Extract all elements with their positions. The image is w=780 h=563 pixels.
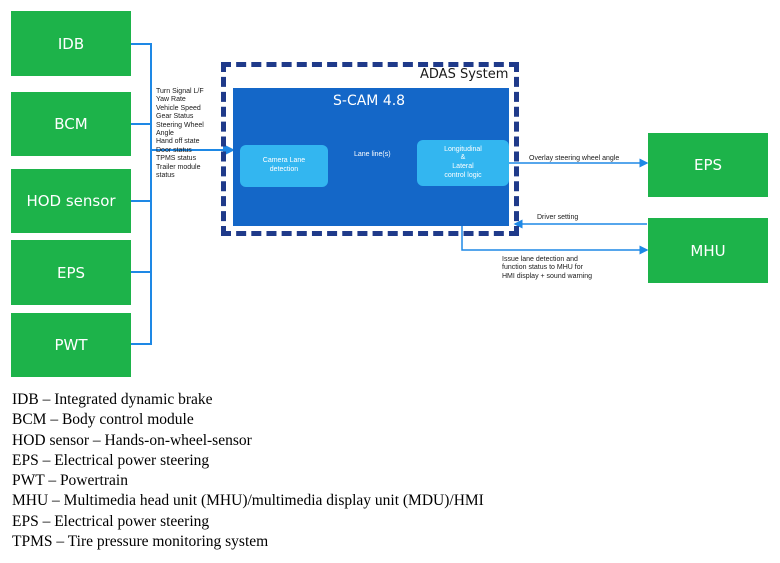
eps-right-box: EPS	[648, 133, 768, 197]
camera-lane-detection-block: Camera Lane detection	[240, 145, 328, 187]
eps-left-label: EPS	[56, 263, 86, 282]
legend-item: IDB – Integrated dynamic brake	[12, 391, 213, 408]
overlay-steering-label: Overlay steering wheel angle	[529, 155, 620, 162]
mhu-box: MHU	[648, 218, 768, 283]
adas-system-frame	[221, 62, 519, 236]
legend-item: EPS – Electrical power steering	[12, 512, 210, 530]
bcm-label: BCM	[54, 115, 88, 133]
bcm-box: BCM	[11, 92, 131, 156]
input-signals-list: Turn Signal L/F Yaw Rate Vehicle Speed G…	[156, 88, 204, 179]
s-cam-title: S-CAM 4.8	[333, 93, 406, 109]
hod-sensor-label: HOD sensor	[26, 192, 116, 210]
pwt-box: PWT	[11, 313, 131, 377]
issue-lane-detection-label: Issue lane detection and function status…	[502, 256, 593, 280]
legend-item: MHU – Multimedia head unit (MHU)/multime…	[12, 492, 484, 510]
legend-item: HOD sensor – Hands-on-wheel-sensor	[12, 431, 252, 449]
idb-label: IDB	[57, 34, 85, 53]
idb-box: IDB	[11, 11, 131, 76]
eps-left-box: EPS	[11, 240, 131, 305]
abbreviation-legend: IDB – Integrated dynamic brake BCM – Bod…	[12, 390, 484, 552]
legend-item: EPS – Electrical power steering	[12, 451, 210, 469]
lane-lines-label: Lane line(s)	[354, 151, 391, 158]
adas-system-title: ADAS System	[420, 67, 509, 82]
control-logic-block: Longitudinal & Lateral control logic	[417, 140, 509, 186]
mhu-label: MHU	[690, 241, 726, 260]
eps-right-label: EPS	[693, 156, 723, 174]
legend-item: TPMS – Tire pressure monitoring system	[12, 533, 269, 551]
legend-item: PWT – Powertrain	[12, 472, 128, 490]
pwt-label: PWT	[54, 336, 88, 354]
driver-setting-label: Driver setting	[537, 214, 579, 221]
hod-sensor-box: HOD sensor	[11, 169, 131, 233]
legend-item: BCM – Body control module	[12, 411, 194, 429]
